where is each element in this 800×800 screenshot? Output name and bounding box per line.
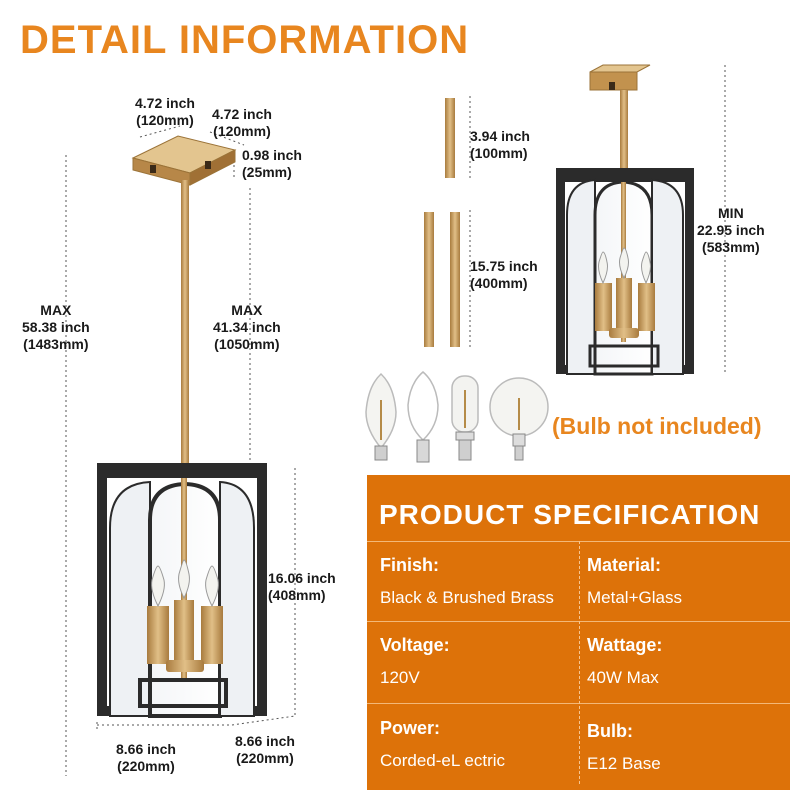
spec-value: E12 Base	[587, 754, 661, 773]
spec-label: Voltage:	[380, 635, 450, 655]
spec-power: Power: Corded-eL ectric	[380, 718, 585, 771]
spec-value: Corded-eL ectric	[380, 751, 506, 770]
spec-value: 40W Max	[587, 668, 659, 687]
spec-divider	[367, 541, 790, 542]
spec-value: Black & Brushed Brass	[380, 588, 554, 607]
shade-depth-label: 8.66 inch(220mm)	[235, 733, 295, 766]
shade-width-label: 8.66 inch(220mm)	[116, 741, 176, 774]
canopy-height-label: 0.98 inch(25mm)	[242, 147, 302, 180]
spec-material: Material: Metal+Glass	[587, 555, 792, 608]
spec-label: Material:	[587, 555, 662, 575]
product-specification-panel: PRODUCT SPECIFICATION Finish: Black & Br…	[367, 475, 790, 790]
bulb-globe	[489, 377, 549, 461]
spec-value: 120V	[380, 668, 420, 687]
shade-height-label: 16.06 inch(408mm)	[268, 570, 336, 603]
bulb-candle-led	[407, 371, 439, 463]
bulb-not-included-note: (Bulb not included)	[552, 413, 762, 439]
spec-label: Wattage:	[587, 635, 663, 655]
spec-finish: Finish: Black & Brushed Brass	[380, 555, 585, 608]
left-lantern	[97, 135, 267, 718]
left-dimension-lines	[65, 125, 296, 776]
spec-label: Finish:	[380, 555, 439, 575]
bulb-candle-filament	[365, 372, 397, 461]
short-rod-length-label: 3.94 inch(100mm)	[470, 128, 530, 161]
extension-rods	[424, 98, 460, 347]
spec-divider	[367, 703, 790, 704]
spec-column-divider	[579, 541, 580, 784]
spec-label: Power:	[380, 718, 441, 738]
spec-wattage: Wattage: 40W Max	[587, 635, 792, 688]
page-title: DETAIL INFORMATION	[20, 18, 470, 62]
canopy-depth-label: 4.72 inch(120mm)	[212, 106, 272, 139]
canopy-width-label: 4.72 inch(120mm)	[135, 95, 195, 128]
spec-voltage: Voltage: 120V	[380, 635, 585, 688]
right-lantern	[556, 64, 694, 376]
spec-value: Metal+Glass	[587, 588, 682, 607]
spec-divider	[367, 621, 790, 622]
spec-title: PRODUCT SPECIFICATION	[379, 499, 761, 530]
long-rod-length-label: 15.75 inch(400mm)	[470, 258, 538, 291]
spec-bulb: Bulb: E12 Base	[587, 721, 792, 774]
spec-label: Bulb:	[587, 721, 633, 741]
bulb-tubular	[451, 375, 479, 461]
